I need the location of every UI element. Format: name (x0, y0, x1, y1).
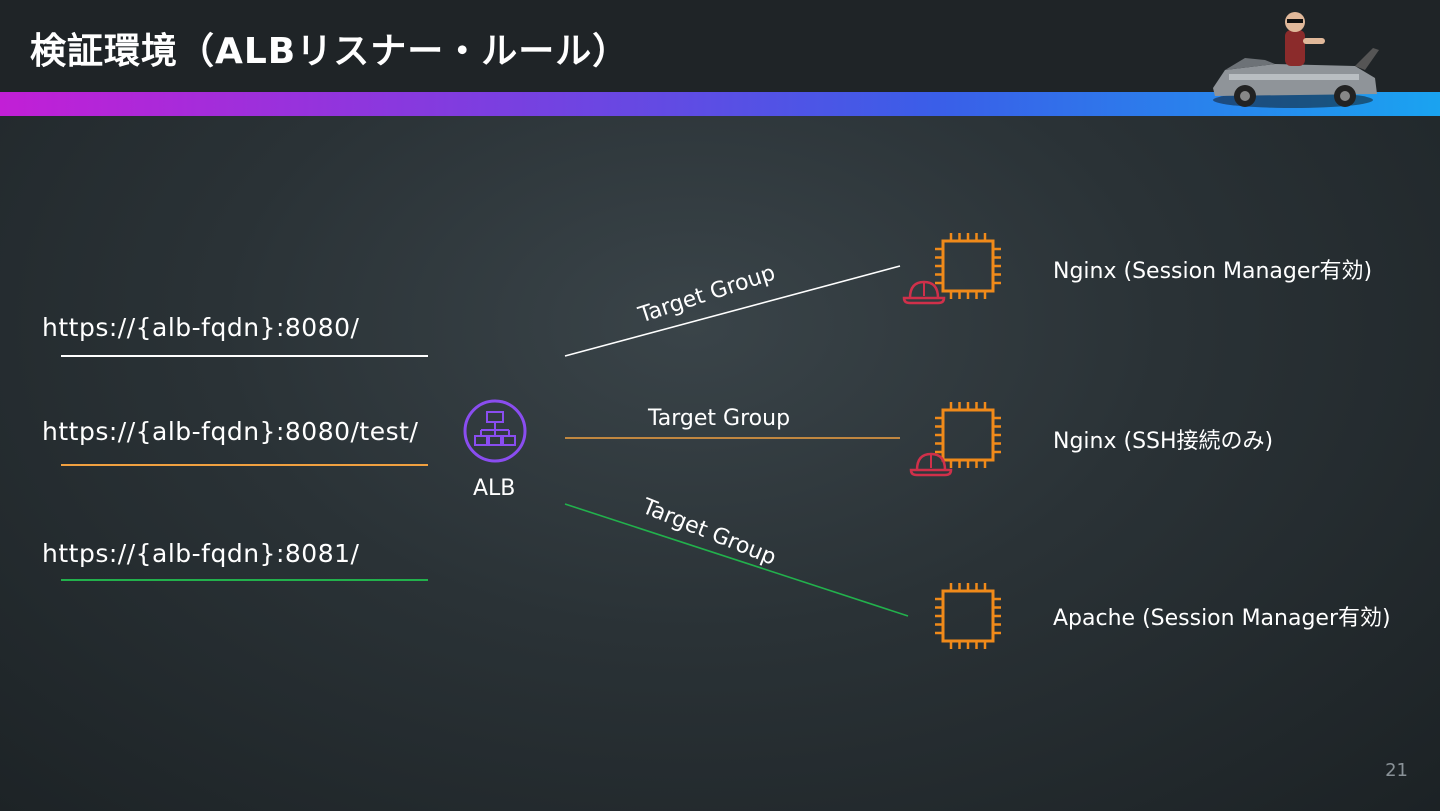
alb-label: ALB (473, 476, 516, 501)
hardhat-icon-2 (909, 452, 953, 477)
ec2-instance-icon-2 (935, 402, 1001, 468)
target-group-label-2: Target Group (648, 406, 791, 431)
server-label-nginx-ssm: Nginx (Session Manager有効) (1053, 259, 1373, 284)
listener-url-1: https://{alb-fqdn}:8080/ (42, 313, 360, 342)
ec2-instance-icon-1 (935, 233, 1001, 299)
slide-title: 検証環境（ALBリスナー・ルール） (30, 31, 630, 72)
presenter-car-illustration (1213, 12, 1379, 108)
server-label-nginx-ssh: Nginx (SSH接続のみ) (1053, 429, 1274, 454)
load-balancer-icon (463, 399, 527, 463)
listener-url-2: https://{alb-fqdn}:8080/test/ (42, 417, 419, 446)
listener-underline-2 (61, 464, 428, 466)
listener-underline-3 (61, 579, 428, 581)
listener-url-3: https://{alb-fqdn}:8081/ (42, 539, 360, 568)
target-group-connector-1 (564, 265, 901, 357)
listener-underline-1 (61, 355, 428, 357)
ec2-instance-icon-3 (935, 583, 1001, 649)
slide-header: 検証環境（ALBリスナー・ルール） (0, 0, 1440, 92)
server-label-apache-ssm: Apache (Session Manager有効) (1053, 606, 1391, 631)
page-number: 21 (1385, 760, 1408, 781)
hardhat-icon-1 (902, 280, 946, 305)
header-gradient-bar (0, 92, 1440, 116)
target-group-connector-3 (564, 503, 909, 617)
